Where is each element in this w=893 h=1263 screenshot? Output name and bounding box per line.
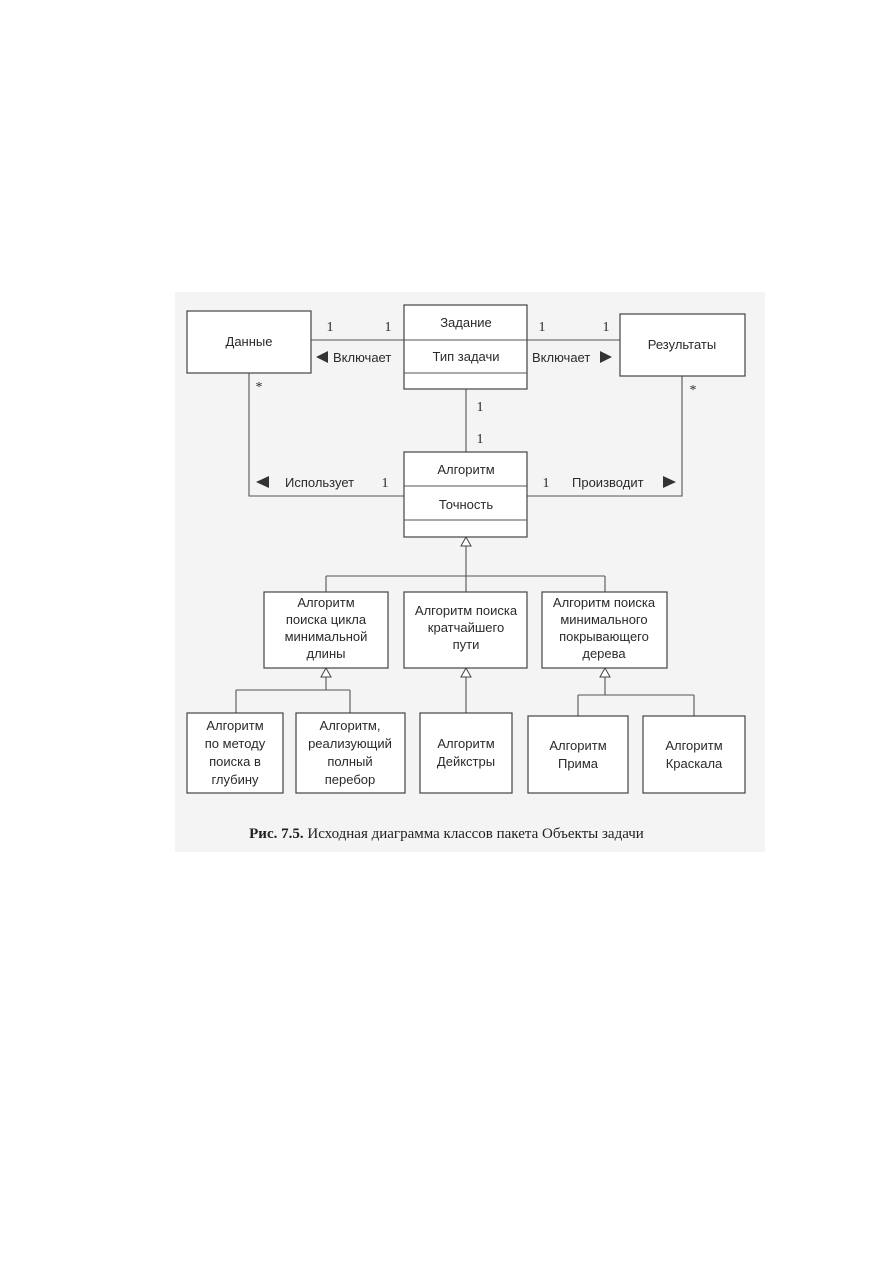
generalization-arrow-mst [599, 666, 611, 678]
class-rezultaty [619, 313, 746, 377]
class-algoritm [403, 451, 528, 538]
direction-arrow-includes-left [316, 351, 328, 363]
class-cycle-search [263, 591, 389, 669]
class-rezultaty-name: Результаты [648, 337, 716, 352]
class-dfs-line-3: поиска в [209, 754, 261, 769]
class-dfs-line-1: Алгоритм [206, 718, 263, 733]
mult-task-side-left: 1 [385, 320, 392, 335]
class-brute-line-1: Алгоритм, [320, 718, 381, 733]
class-prim-label: Алгоритм Прима [549, 738, 606, 771]
class-zadanie-name: Задание [440, 315, 492, 330]
assoc-label-produces: Производит [572, 475, 644, 490]
assoc-label-includes-right: Включает [532, 350, 590, 365]
class-mst-label: Алгоритм поиска минимального покрывающег… [553, 595, 656, 661]
class-brute-line-4: перебор [325, 772, 376, 787]
class-dfs-line-4: глубину [211, 772, 259, 787]
class-shortest-line-3: пути [453, 637, 480, 652]
class-cycle-line-4: длины [307, 646, 346, 661]
class-prim-line-1: Алгоритм [549, 738, 606, 753]
class-dfs [186, 712, 284, 794]
class-kruskal-line-2: Краскала [666, 756, 723, 771]
class-dannye [186, 310, 312, 374]
assoc-label-includes-left: Включает [333, 350, 391, 365]
class-brute-line-2: реализующий [308, 736, 392, 751]
direction-arrow-uses [256, 476, 269, 488]
assoc-line-uses [248, 373, 404, 497]
mult-task-algorithm-top: 1 [477, 400, 484, 415]
class-dijkstra-line-1: Алгоритм [437, 736, 494, 751]
class-shortest-path [403, 591, 528, 669]
class-kruskal-line-1: Алгоритм [665, 738, 722, 753]
class-cycle-line-1: Алгоритм [297, 595, 354, 610]
class-zadanie [403, 304, 528, 390]
class-dijkstra [419, 712, 513, 794]
generalization-arrow-algorithm [460, 535, 472, 547]
class-prim-line-2: Прима [558, 756, 599, 771]
class-zadanie-attribute: Тип задачи [432, 349, 499, 364]
class-mst-line-2: минимального [560, 612, 647, 627]
class-kruskal-label: Алгоритм Краскала [665, 738, 723, 771]
class-shortest-line-2: кратчайшего [428, 620, 504, 635]
mult-data-star: * [256, 380, 263, 395]
class-dfs-line-2: по методу [205, 736, 266, 751]
direction-arrow-produces [663, 476, 676, 488]
mult-task-algorithm-bottom: 1 [477, 432, 484, 447]
assoc-label-uses: Использует [285, 475, 354, 490]
mult-data-side-left: 1 [327, 320, 334, 335]
class-dannye-name: Данные [226, 334, 273, 349]
class-algoritm-name: Алгоритм [437, 462, 494, 477]
figure-caption-text: Исходная диаграмма классов пакета Объект… [307, 826, 644, 842]
class-cycle-line-3: минимальной [285, 629, 368, 644]
figure-number: Рис. 7.5. [249, 826, 304, 842]
class-cycle-search-label: Алгоритм поиска цикла минимальной длины [285, 595, 368, 661]
class-dijkstra-label: Алгоритм Дейкстры [437, 736, 495, 769]
assoc-line-produces [527, 376, 683, 497]
class-dfs-label: Алгоритм по методу поиска в глубину [205, 718, 266, 787]
class-prim [527, 715, 629, 794]
mult-results-star: * [690, 383, 697, 398]
class-mst-line-1: Алгоритм поиска [553, 595, 656, 610]
generalization-arrow-shortest [460, 666, 472, 678]
class-shortest-path-label: Алгоритм поиска кратчайшего пути [415, 603, 518, 652]
class-dijkstra-line-2: Дейкстры [437, 754, 495, 769]
class-brute-line-3: полный [327, 754, 372, 769]
mult-results-side-right: 1 [603, 320, 610, 335]
class-mst-line-4: дерева [582, 646, 626, 661]
class-shortest-line-1: Алгоритм поиска [415, 603, 518, 618]
class-cycle-line-2: поиска цикла [286, 612, 367, 627]
class-brute-force [295, 712, 406, 794]
class-min-spanning-tree [541, 591, 668, 669]
mult-task-side-right: 1 [539, 320, 546, 335]
class-brute-label: Алгоритм, реализующий полный перебор [308, 718, 392, 787]
generalization-arrow-cycle [320, 666, 332, 678]
mult-produces-algorithm: 1 [543, 476, 550, 491]
figure-caption: Рис. 7.5. Исходная диаграмма классов пак… [0, 826, 893, 843]
direction-arrow-includes-right [600, 351, 612, 363]
class-kruskal [642, 715, 746, 794]
class-algoritm-attribute: Точность [439, 497, 494, 512]
class-mst-line-3: покрывающего [559, 629, 649, 644]
mult-uses-algorithm: 1 [382, 476, 389, 491]
